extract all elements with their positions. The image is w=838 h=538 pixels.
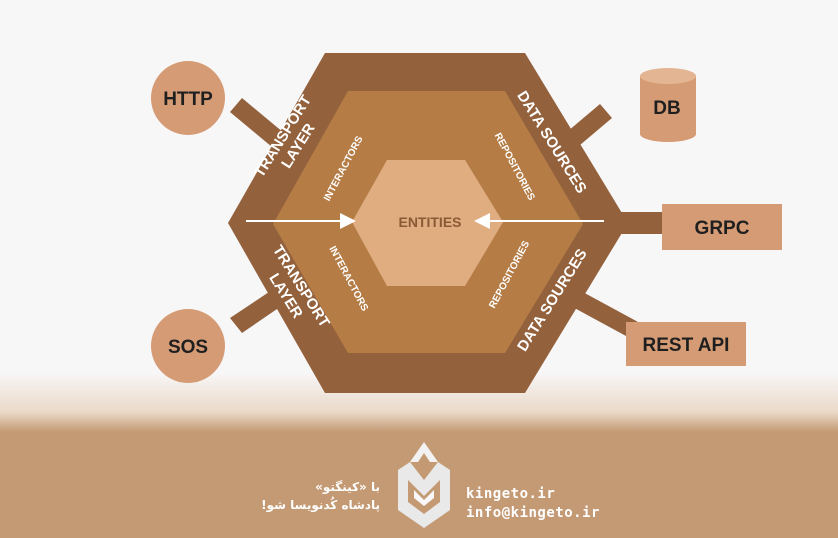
footer-contact: kingeto.ir info@kingeto.ir — [466, 485, 600, 523]
svg-text:GRPC: GRPC — [695, 218, 750, 239]
svg-text:SOS: SOS — [168, 337, 208, 358]
kingeto-logo-icon — [398, 442, 450, 528]
node-sos: SOS — [151, 309, 225, 383]
inner-hexagon — [352, 160, 503, 286]
svg-text:REST API: REST API — [643, 335, 730, 356]
node-rest-api: REST API — [626, 322, 746, 366]
svg-text:HTTP: HTTP — [163, 89, 213, 110]
node-http: HTTP — [151, 61, 225, 135]
slogan-line-2: پادشاه کُدنویسا شو! — [261, 498, 380, 512]
footer-slogan: با «کینگتو» پادشاه کُدنویسا شو! — [240, 478, 380, 514]
entities-label: ENTITIES — [398, 214, 461, 230]
svg-text:DB: DB — [653, 98, 680, 119]
footer-site[interactable]: kingeto.ir — [466, 486, 556, 502]
node-db-cylinder: DB — [640, 68, 696, 142]
slogan-line-1: با «کینگتو» — [315, 480, 380, 494]
footer-email[interactable]: info@kingeto.ir — [466, 505, 600, 521]
node-grpc: GRPC — [662, 204, 782, 250]
